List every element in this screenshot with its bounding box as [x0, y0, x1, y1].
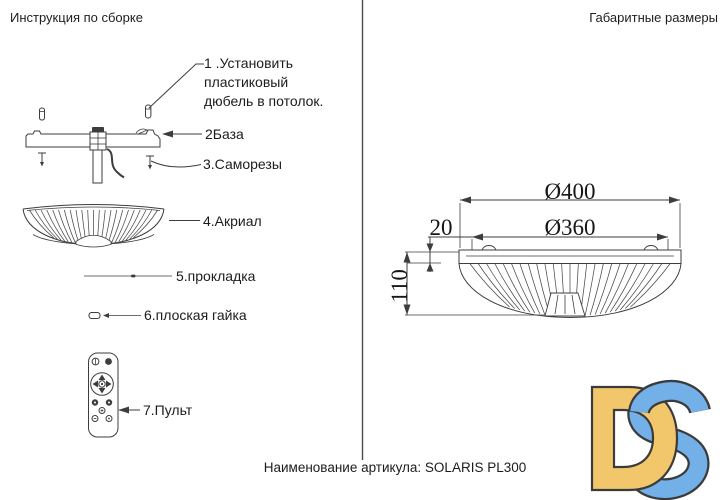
mount-nut [89, 127, 107, 151]
cable [106, 148, 125, 179]
leader-part3 [150, 160, 202, 168]
dowel-left-icon [39, 107, 45, 121]
left-panel-title: Инструкция по сборке [10, 10, 143, 25]
lamp-dome [458, 262, 682, 319]
part-label-1: 1 .Установить пластиковый дюбель в потол… [204, 55, 324, 109]
assembly-drawing [22, 63, 204, 438]
right-panel-title: Габаритные размеры [589, 10, 718, 25]
arrowhead-part7 [118, 406, 129, 414]
remote-off-button-icon [105, 358, 112, 365]
flat-nut-icon [88, 312, 141, 319]
part-label-2: 2База [205, 126, 244, 142]
dowel-right-icon [145, 104, 152, 119]
dim-360-lines [428, 233, 669, 250]
part-label-5: 5.прокладка [176, 268, 256, 284]
ds-logo [590, 380, 711, 500]
dim-110-label: 110 [387, 269, 412, 303]
dome-center-detail [544, 292, 586, 317]
part-label-7: 7.Пульт [143, 402, 193, 418]
dimension-drawing [403, 196, 682, 319]
dim-20-label: 20 [429, 215, 453, 240]
footer-article-label: Наименование артикула: SOLARIS PL300 [263, 460, 527, 475]
mount-post [92, 149, 103, 184]
dim-400-label: Ø400 [544, 179, 596, 204]
leader-part1 [148, 63, 204, 109]
dim-400-lines [459, 196, 681, 248]
remote-dpad-icon [90, 372, 114, 396]
part-label-3: 3.Саморезы [203, 156, 282, 172]
screw-right-icon [146, 155, 154, 170]
acrylic-dome-drawing [22, 204, 165, 248]
lamp-plate [458, 244, 682, 264]
dim-360-label: Ø360 [544, 215, 596, 240]
part-label-4: 4.Акриал [203, 213, 262, 229]
remote-control-drawing [88, 352, 119, 438]
screw-left-icon [38, 152, 46, 167]
dim-20-lines [407, 237, 441, 272]
clip-detail [135, 128, 148, 134]
arrowhead-part2 [162, 130, 173, 138]
gasket-icon [84, 274, 172, 278]
part-label-6: 6.плоская гайка [144, 307, 247, 323]
